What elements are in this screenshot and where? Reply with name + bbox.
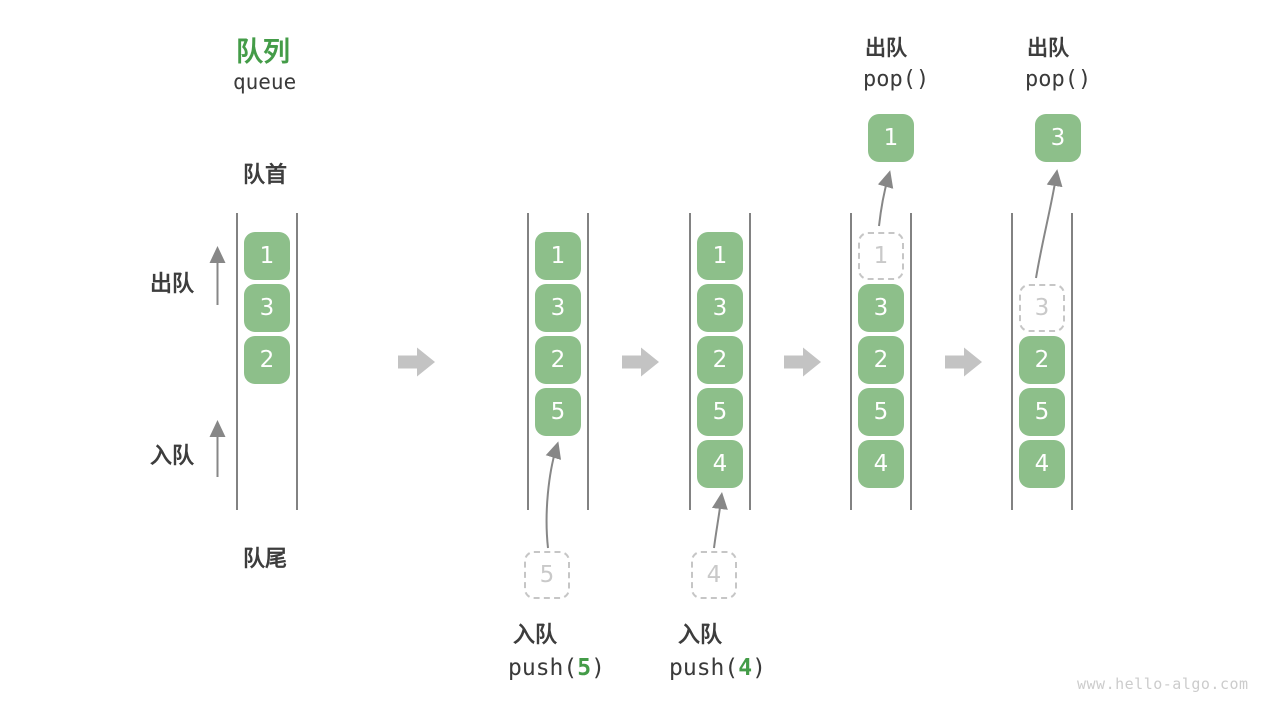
- right-arrow-icon: [622, 347, 659, 377]
- label-enqueue-side: 入队: [150, 443, 195, 468]
- label-enqueue-action: 入队: [678, 622, 723, 647]
- push4-arrow-icon: [711, 492, 728, 549]
- queue-cell: 2: [244, 336, 290, 384]
- push-arg: 4: [738, 655, 753, 681]
- queue-cell: 2: [535, 336, 581, 384]
- queue-container-lines: [236, 213, 1073, 510]
- right-arrow-icon: [398, 347, 435, 377]
- queue-cell: 4: [697, 440, 743, 488]
- queue-cell: 5: [1019, 388, 1065, 436]
- queue-cell: 3: [697, 284, 743, 332]
- label-queue-front: 队首: [243, 162, 288, 187]
- queue-cell: 4: [1019, 440, 1065, 488]
- popped-cell: 3: [1035, 114, 1081, 162]
- right-arrow-icon: [784, 347, 821, 377]
- queue-cell: 2: [1019, 336, 1065, 384]
- pop1-arrow-icon: [877, 170, 894, 227]
- queue-cell-dashed: 3: [1019, 284, 1065, 332]
- queue-cell: 1: [535, 232, 581, 280]
- queue-cell: 2: [697, 336, 743, 384]
- pending-cell: 5: [524, 551, 570, 599]
- label-dequeue-action: 出队: [865, 37, 907, 60]
- code-push5: push(5): [508, 655, 605, 681]
- queue-cell: 5: [697, 388, 743, 436]
- queue-cell: 3: [858, 284, 904, 332]
- label-queue-rear: 队尾: [243, 546, 288, 571]
- push5-arrow-icon: [545, 441, 562, 549]
- pop3-arrow-icon: [1035, 169, 1063, 279]
- queue-cell: 3: [535, 284, 581, 332]
- pending-cell: 4: [691, 551, 737, 599]
- push-arg: 5: [577, 655, 592, 681]
- diagram-title-zh: 队列: [236, 37, 290, 67]
- queue-cell: 1: [244, 232, 290, 280]
- popped-cell: 1: [868, 114, 914, 162]
- code-pop: pop(): [863, 67, 930, 92]
- queue-cell: 5: [858, 388, 904, 436]
- label-enqueue-action: 入队: [513, 622, 558, 647]
- diagram-title-en: queue: [233, 70, 297, 94]
- label-dequeue-action: 出队: [1027, 37, 1069, 60]
- watermark: www.hello-algo.com: [1077, 675, 1249, 693]
- label-dequeue-side: 出队: [150, 271, 195, 296]
- right-arrow-icon: [945, 347, 982, 377]
- code-push4: push(4): [669, 655, 766, 681]
- queue-cell: 2: [858, 336, 904, 384]
- queue-cell: 1: [697, 232, 743, 280]
- queue-cell: 5: [535, 388, 581, 436]
- queue-cell: 3: [244, 284, 290, 332]
- queue-cell-dashed: 1: [858, 232, 904, 280]
- code-pop: pop(): [1025, 67, 1092, 92]
- queue-cell: 4: [858, 440, 904, 488]
